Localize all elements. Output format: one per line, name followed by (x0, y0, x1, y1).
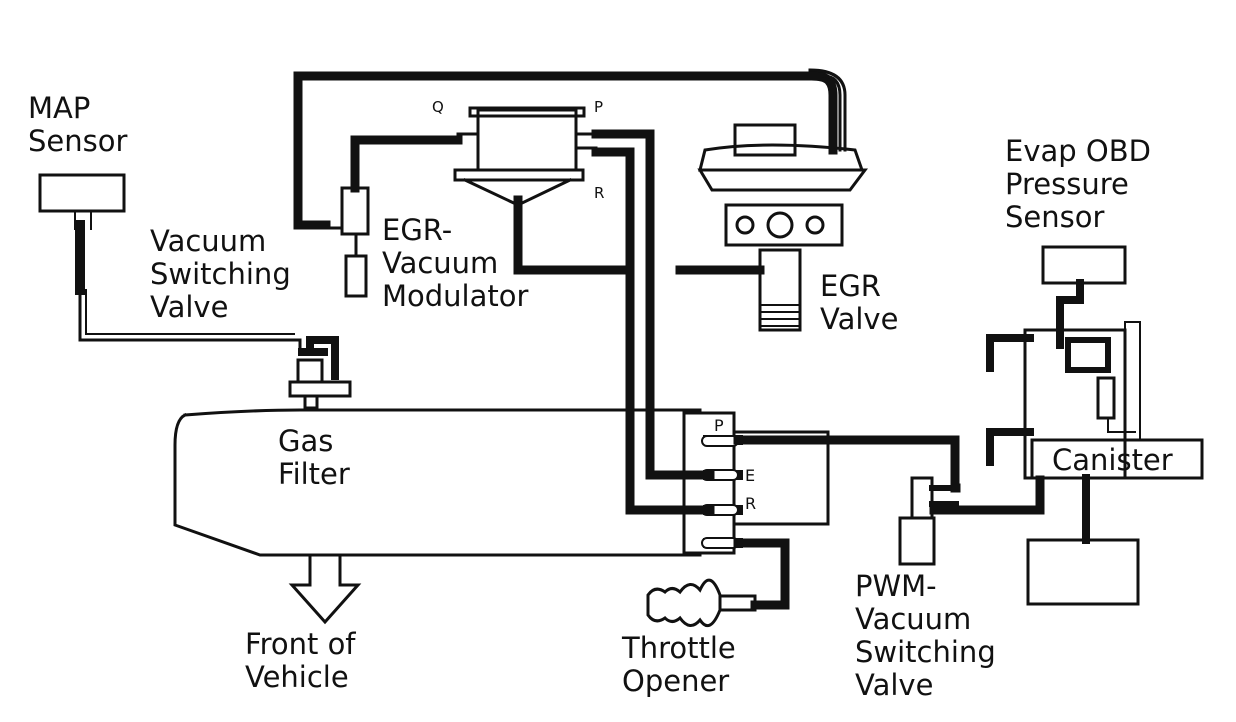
vacuum-switching-valve (324, 186, 370, 298)
port-p-top-label: P (594, 98, 604, 116)
front-arrow (288, 553, 362, 625)
pwm-vsv (898, 476, 959, 566)
port-r-top-label: R (594, 184, 605, 202)
port-r-label: R (745, 494, 757, 513)
port-p-label: P (714, 416, 724, 435)
canister (986, 321, 1204, 606)
intake-plenum (173, 408, 702, 557)
map-sensor (38, 173, 302, 354)
port-q-label: Q (432, 98, 444, 116)
evap-pressure-sensor (1041, 245, 1127, 349)
gas-filter (288, 336, 352, 410)
throttle-opener (646, 578, 757, 628)
port-e-label: E (745, 466, 756, 485)
egr-valve (697, 123, 868, 332)
vacuum-hoses (293, 71, 1045, 610)
throttle-body (682, 411, 830, 555)
egr-vacuum-modulator (453, 106, 598, 207)
canister-label: Canister (1052, 443, 1173, 477)
